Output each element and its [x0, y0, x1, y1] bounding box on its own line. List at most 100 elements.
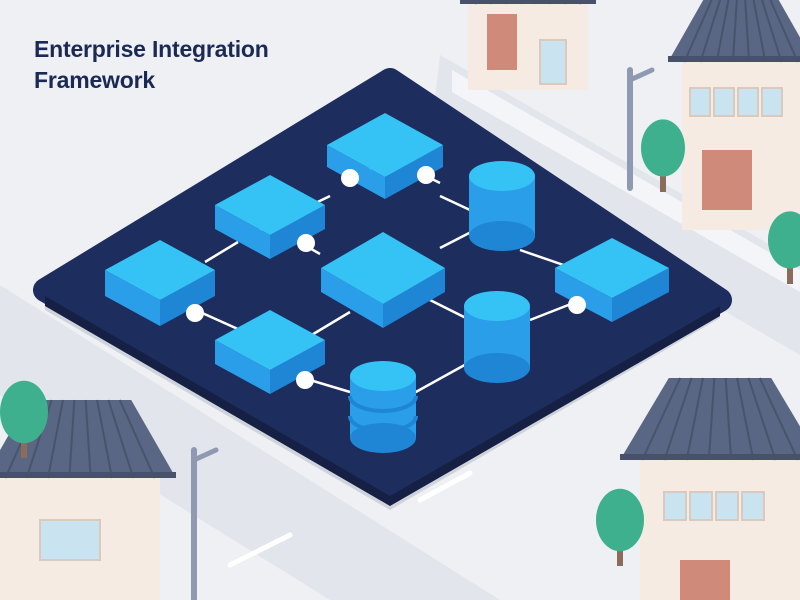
roof-tile-line — [707, 377, 716, 461]
connection-line — [429, 298, 471, 322]
connector-node-icon — [341, 169, 359, 187]
block-left-face — [215, 205, 270, 259]
connection-line — [204, 240, 239, 264]
house-icon — [460, 0, 596, 90]
house-icon — [668, 0, 800, 230]
window — [741, 491, 765, 521]
roof-tile-line — [724, 377, 733, 461]
roof-tile-line — [118, 399, 156, 479]
block-left-face — [555, 268, 612, 322]
roof-tile-line — [761, 0, 783, 63]
roof-tile-line — [641, 377, 682, 461]
roof-tile-line — [685, 377, 704, 461]
title-line-2: Framework — [34, 67, 155, 93]
street-lamp-icon — [191, 447, 219, 600]
service-block-icon — [105, 240, 215, 326]
tree-icon — [641, 119, 685, 192]
block-right-face — [160, 270, 215, 326]
connector-node-icon — [417, 166, 435, 184]
house-icon — [620, 377, 800, 600]
roof-tile-line — [715, 0, 730, 63]
roof-eave — [668, 56, 800, 62]
tree-canopy — [641, 119, 685, 177]
cylinder-band — [348, 395, 418, 413]
roof-tile-line — [107, 399, 135, 479]
cylinder-top — [350, 361, 416, 391]
roof-eave — [460, 0, 596, 4]
cylinder-band — [348, 415, 418, 433]
window — [39, 519, 101, 561]
roof-eave — [620, 454, 800, 460]
roof-tile-line — [47, 399, 64, 479]
roof-tile-line — [68, 399, 76, 479]
connector-node-icon — [296, 371, 314, 389]
roof-tile-line — [731, 0, 738, 63]
roof-tile-line — [699, 0, 721, 63]
tree-icon — [0, 380, 48, 458]
block-top-face — [105, 240, 215, 300]
service-block-icon — [215, 175, 325, 259]
block-top-face — [215, 175, 325, 235]
connection-line — [439, 194, 471, 212]
block-top-face — [555, 238, 669, 298]
block-right-face — [385, 145, 443, 199]
title-line-1: Enterprise Integration — [34, 36, 269, 62]
tree-trunk — [660, 166, 666, 192]
roof-tile-line — [736, 377, 755, 461]
roof-tile-line — [769, 0, 799, 63]
block-top-face — [321, 232, 445, 304]
database-cylinder-icon — [469, 161, 535, 251]
house-icon — [0, 399, 176, 600]
lane-marking — [227, 532, 293, 568]
connector-node-icon — [186, 304, 204, 322]
block-left-face — [321, 268, 383, 328]
window — [713, 87, 735, 117]
roof-eave — [0, 472, 176, 478]
cylinder-top — [469, 161, 535, 191]
window — [737, 87, 759, 117]
tree-canopy — [596, 488, 644, 552]
page-title: Enterprise Integration Framework — [34, 34, 269, 96]
window — [689, 87, 711, 117]
tree-canopy — [0, 380, 48, 444]
database-cylinder-icon — [348, 361, 418, 453]
window — [715, 491, 739, 521]
service-nodes — [105, 113, 669, 453]
connector-node-icon — [568, 296, 586, 314]
road — [0, 285, 500, 600]
tree-canopy — [768, 211, 800, 269]
roof-tile-line — [96, 399, 113, 479]
roof-tile-line — [683, 0, 713, 63]
database-cylinder-icon — [464, 291, 530, 383]
roof-tile-line — [744, 0, 751, 63]
roof-tile-line — [752, 0, 767, 63]
connector-dots — [186, 166, 586, 389]
service-block-icon — [555, 238, 669, 322]
lamp-arm — [191, 447, 219, 463]
tree-icon — [596, 488, 644, 566]
street-lamp-icon — [627, 67, 655, 191]
window — [689, 491, 713, 521]
cylinder-base — [469, 221, 535, 251]
window — [539, 39, 567, 85]
connector-node-icon — [297, 234, 315, 252]
door — [702, 150, 752, 210]
connection-line — [309, 378, 351, 394]
house-wall — [468, 0, 588, 90]
block-left-face — [105, 270, 160, 326]
roof-tile-line — [84, 399, 92, 479]
connection-line — [199, 310, 241, 332]
roof-tile-line — [758, 377, 799, 461]
tree-icon — [768, 211, 800, 284]
door — [487, 14, 517, 70]
service-block-icon — [321, 232, 445, 328]
block-top-face — [215, 310, 325, 370]
tree-trunk — [617, 540, 623, 566]
tree-trunk — [787, 258, 793, 284]
block-top-face — [327, 113, 443, 177]
window — [663, 491, 687, 521]
cylinder-top — [464, 291, 530, 321]
